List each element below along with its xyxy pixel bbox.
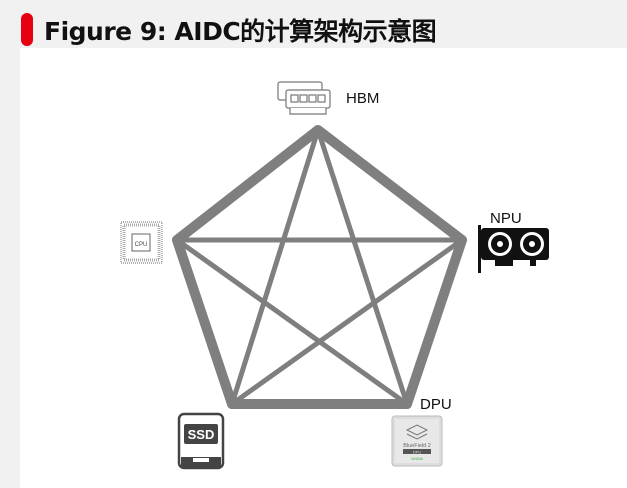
- edge-hbm-dpu: [315, 127, 410, 407]
- dpu-chip-brand: NVIDIA: [411, 457, 423, 461]
- dpu-chip-icon: BlueField 2 DPU NVIDIA: [391, 415, 443, 467]
- diagram-panel: [20, 48, 627, 488]
- dpu-label: DPU: [420, 396, 452, 413]
- hbm-label: HBM: [346, 90, 380, 107]
- edge-cpu-dpu: [174, 237, 410, 407]
- memory-module-icon: [277, 81, 331, 115]
- edge-hbm-ssd: [229, 127, 321, 407]
- dpu-chip-text: BlueField 2: [403, 443, 431, 449]
- edge-npu-ssd: [229, 237, 465, 407]
- npu-label: NPU: [490, 210, 522, 227]
- dpu-chip-sub: DPU: [413, 450, 422, 455]
- cpu-chip-icon: CPU: [120, 221, 163, 264]
- figure-title: Figure 9: AIDC的计算架构示意图: [44, 17, 437, 46]
- cpu-label: CPU: [135, 242, 148, 248]
- pentagon-outer-edges: [172, 125, 467, 409]
- title-accent-bar: [21, 13, 33, 46]
- ssd-drive-icon: SSD: [177, 412, 225, 470]
- ssd-label: SSD: [188, 427, 215, 442]
- graphics-card-icon: [478, 225, 549, 273]
